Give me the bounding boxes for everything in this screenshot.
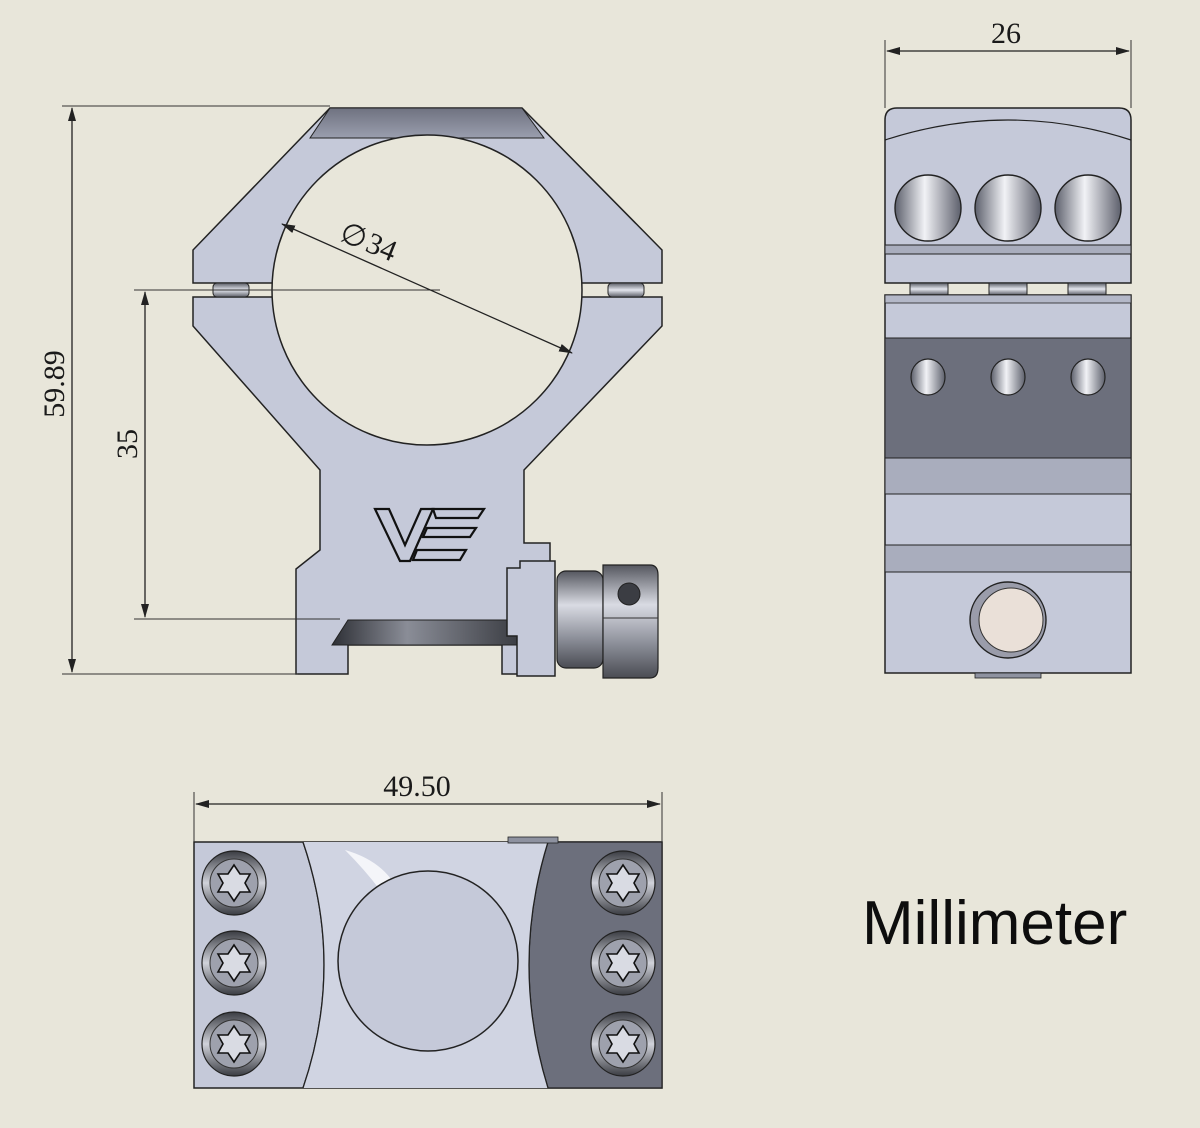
unit-label: Millimeter xyxy=(862,889,1128,958)
ve-logo xyxy=(373,507,487,563)
side-pin-3 xyxy=(1067,282,1107,296)
side-top-curve xyxy=(884,119,1132,141)
clamp-jaw xyxy=(506,560,556,677)
torx-screw-right-1 xyxy=(590,850,656,916)
ring-top-bevel xyxy=(309,107,545,139)
dim-base-length-label: 49.50 xyxy=(383,770,451,803)
clamp-nut-hex xyxy=(602,564,659,679)
torx-screw-right-3 xyxy=(590,1011,656,1077)
dim-overall-height-label: 59.89 xyxy=(38,350,71,418)
side-screw-hole-2 xyxy=(974,174,1042,242)
dim-center-height-label: 35 xyxy=(111,429,144,459)
dim-ring-width-label: 26 xyxy=(991,17,1021,50)
dim-ring-width: 26 xyxy=(884,17,1132,108)
side-pin-1 xyxy=(909,282,949,296)
side-top-band xyxy=(884,244,1132,255)
torx-screw-left-1 xyxy=(201,850,267,916)
front-view xyxy=(192,107,663,679)
side-view xyxy=(884,107,1132,679)
seam-pin-right xyxy=(607,282,645,298)
side-pin-2 xyxy=(988,282,1028,296)
side-bottom-tab xyxy=(974,672,1042,679)
nut-cross-hole xyxy=(617,582,641,606)
side-dark-band xyxy=(884,337,1132,459)
side-pin-hole-1 xyxy=(910,358,946,396)
dim-base-length: 49.50 xyxy=(193,770,663,842)
torx-screw-right-2 xyxy=(590,930,656,996)
top-view-bore xyxy=(337,870,519,1052)
top-view xyxy=(193,836,663,1089)
side-screw-hole-3 xyxy=(1054,174,1122,242)
side-pin-hole-3 xyxy=(1070,358,1106,396)
torx-screw-left-3 xyxy=(201,1011,267,1077)
side-screw-hole-1 xyxy=(894,174,962,242)
dim-overall-height: 59.89 xyxy=(38,105,330,675)
clamp-nut-washer xyxy=(556,570,604,669)
torx-screw-left-2 xyxy=(201,930,267,996)
side-pin-hole-2 xyxy=(990,358,1026,396)
rail-slot xyxy=(331,619,521,646)
